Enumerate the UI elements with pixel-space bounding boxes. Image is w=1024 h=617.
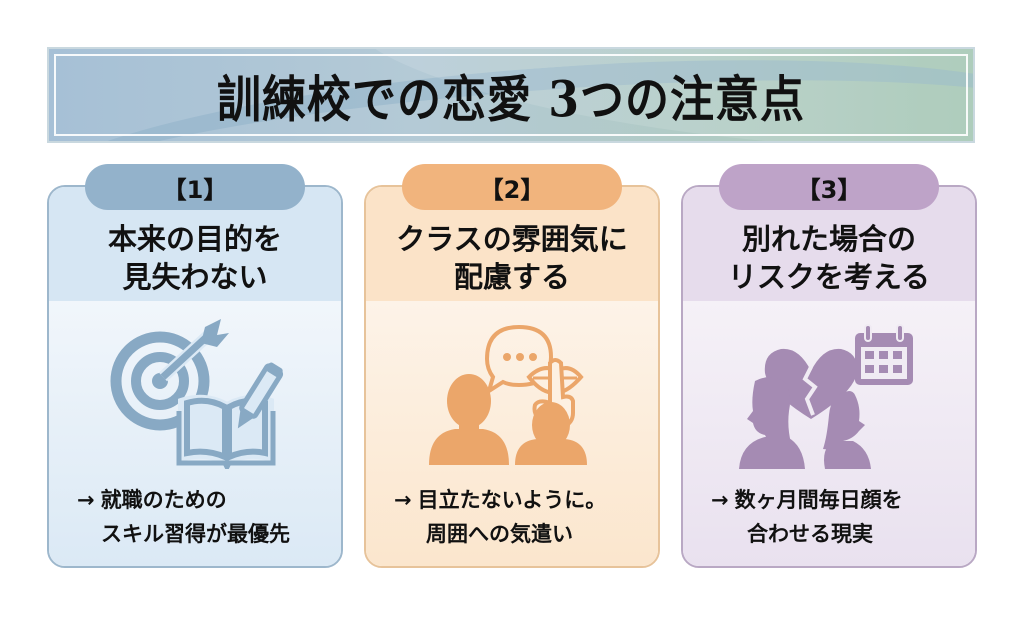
card-description-line-2: スキル習得が最優先 [101,522,290,546]
card-illustration [366,319,658,469]
tip-card-3: 【3】 別れた場合の リスクを考える →数ヶ月 [681,164,977,568]
tip-card-1: 【1】 本来の目的を 見失わない [47,164,343,568]
card-background [366,187,658,566]
card-description-line-1: 数ヶ月間毎日顔を [734,488,903,512]
broken-heart-couple-calendar-icon [739,324,913,469]
card-description: →就職のための スキル習得が最優先 [77,483,331,551]
people-shush-speech-bubble-icon [429,324,587,465]
card-description-line-2: 周囲への気遣い [426,522,573,546]
title-banner-frame: 訓練校での恋愛 3つの注意点 [54,54,968,136]
card-number-badge: 【1】 [85,164,305,210]
card-description-line-2: 合わせる現実 [747,522,873,546]
card-illustration [49,319,341,469]
card-title-line-2: 配慮する [453,260,570,294]
page-title: 訓練校での恋愛 3つの注意点 [217,71,805,129]
card-description-line-1: 目立たないように。 [417,488,607,512]
card-number-badge: 【3】 [719,164,939,210]
arrow-right-icon: → [77,488,95,512]
card-title-line-1: クラスの雰囲気に [396,222,628,256]
card-title: クラスの雰囲気に 配慮する [366,220,658,296]
title-banner: 訓練校での恋愛 3つの注意点 [47,47,975,143]
card-title-line-1: 別れた場合の [741,222,916,256]
card-illustration [683,319,975,469]
card-description: →目立たないように。 周囲への気遣い [394,483,648,551]
card-background [683,187,975,566]
arrow-right-icon: → [394,488,412,512]
tip-card-2: 【2】 クラスの雰囲気に 配慮する →目立たないように。 周囲への [364,164,660,568]
card-description: →数ヶ月間毎日顔を 合わせる現実 [711,483,965,551]
card-title: 別れた場合の リスクを考える [683,220,975,296]
arrow-right-icon: → [711,488,729,512]
card-number-badge: 【2】 [402,164,622,210]
card-title: 本来の目的を 見失わない [49,220,341,296]
card-title-line-2: リスクを考える [727,260,931,294]
card-title-line-2: 見失わない [122,260,268,294]
card-title-line-1: 本来の目的を [107,222,282,256]
card-description-line-1: 就職のための [100,488,227,512]
target-arrow-book-pencil-icon [110,319,284,469]
card-body-area [366,301,658,566]
